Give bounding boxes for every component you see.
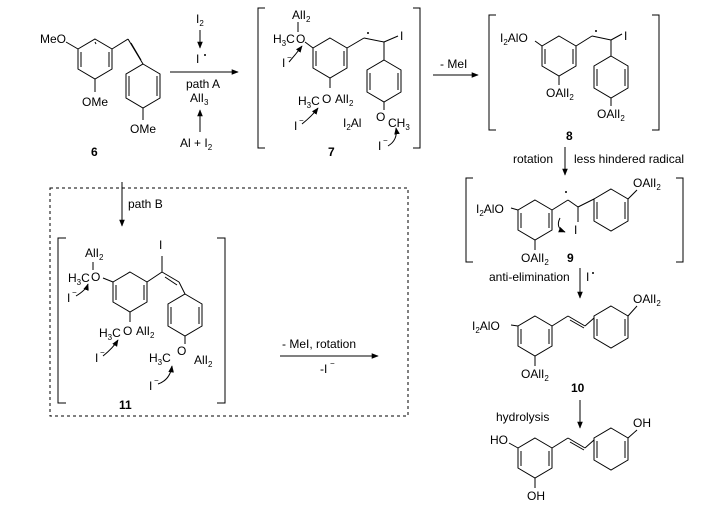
oxygen-label: O: [376, 110, 385, 124]
mei-step: - MeI: [433, 57, 479, 78]
compound-number: 9: [567, 251, 574, 265]
svg-text:−: −: [330, 359, 335, 368]
iodo-label: I: [400, 29, 403, 43]
compound-6: MeO OMe OMe 6: [40, 32, 161, 159]
oxy-aluminium-label: OAlI2: [546, 86, 574, 102]
svg-text:−: −: [299, 116, 304, 125]
loss-of-iodide: -I: [320, 362, 327, 376]
hydroxy-label: OH: [633, 416, 651, 430]
path-label: path A: [186, 77, 220, 91]
oxy-aluminium-label: OAlI2: [521, 251, 549, 267]
path-b-section: path B: [49, 182, 409, 417]
methyl-label: H3C: [99, 326, 121, 342]
rotation-label: rotation: [513, 152, 553, 166]
iodide-label: I: [67, 291, 70, 305]
loss-of-methyl-iodide: - MeI: [440, 57, 467, 71]
compound-8: I2AlO I OAlI2 OAlI2 8: [488, 14, 660, 143]
compound-number: 11: [119, 398, 132, 412]
methoxy-label: OMe: [82, 95, 108, 109]
compound-number: 7: [328, 145, 335, 159]
diiodoaluminoxy-label: I2AlO: [476, 202, 504, 218]
hydroxy-label: HO: [490, 433, 508, 447]
methyl-label: CH3: [388, 116, 410, 132]
methyl-label: H3C: [149, 351, 171, 367]
hydrolysis-label: hydrolysis: [496, 410, 549, 424]
oxygen-label: O: [322, 92, 331, 106]
less-hindered-label: less hindered radical: [574, 152, 684, 166]
methoxy-label: MeO: [40, 32, 66, 46]
methyl-label: H3C: [68, 271, 90, 287]
compound-9: I2AlO I OAlI2 OAlI2 9: [465, 176, 684, 267]
iodide-label: I: [294, 119, 297, 133]
hydrolysis-step: hydrolysis: [496, 400, 583, 429]
resveratrol-product: HO OH OH: [490, 416, 651, 503]
rotation-step: rotation less hindered radical: [513, 147, 684, 176]
methyl-label: H3C: [298, 94, 320, 110]
alkyl-aluminium-label: AlI2: [194, 353, 213, 369]
iodine-radical: I: [196, 52, 199, 66]
path-b-box: [49, 187, 409, 417]
iodo-label: I: [159, 238, 162, 252]
diiodoaluminium-label: I2Al: [343, 116, 361, 132]
compound-7: AlI2 H3C O I I − O AlI2 H3C I − O I2Al C…: [257, 7, 421, 159]
svg-text:−: −: [383, 136, 388, 145]
compound-number: 6: [91, 145, 98, 159]
iodine-radical: I: [586, 270, 589, 284]
hydroxy-label: OH: [527, 489, 545, 503]
svg-text:−: −: [100, 348, 105, 357]
alkyl-aluminium-label: AlI2: [335, 92, 354, 108]
iodo-label: I: [624, 29, 627, 43]
iodide-label: I: [149, 379, 152, 393]
oxy-aluminium-label: OAlI2: [521, 367, 549, 383]
iodide-label: I: [378, 139, 381, 153]
iodide-label: I: [95, 351, 98, 365]
svg-text:−: −: [287, 53, 292, 62]
alkyl-aluminium-label: AlI2: [292, 8, 311, 24]
oxygen-label: O: [91, 270, 100, 284]
svg-text:−: −: [72, 288, 77, 297]
methoxy-label: OMe: [130, 122, 156, 136]
oxygen-label: O: [296, 32, 305, 46]
oxy-aluminium-label: OAlI2: [633, 292, 661, 308]
oxygen-label: O: [123, 324, 132, 338]
iodine-reagent: I2: [196, 12, 204, 28]
methyl-label: H3C: [273, 32, 295, 48]
diiodoaluminoxy-label: I2AlO: [472, 319, 500, 335]
loss-of-methyl-iodide-rotation: - MeI, rotation: [282, 337, 356, 351]
alkyl-aluminium-label: AlI2: [85, 246, 104, 262]
svg-text:−: −: [154, 376, 159, 385]
anti-elimination-step: anti-elimination I: [489, 268, 594, 299]
path-label: path B: [128, 197, 163, 211]
oxygen-label: O: [177, 344, 186, 358]
aluminium-iodine-reagent: Al + I2: [180, 136, 213, 152]
path-a-reagents: I2 I path A AlI3 Al + I2: [170, 12, 239, 152]
compound-number: 10: [571, 381, 585, 395]
diiodoaluminoxy-label: I2AlO: [500, 31, 528, 47]
oxy-aluminium-label: OAlI2: [633, 176, 661, 192]
iodide-label: I: [282, 56, 285, 70]
compound-11: AlI2 H3C O I I − O AlI2 H3C I − O AlI2 H…: [57, 237, 226, 412]
mei-rotation-step: - MeI, rotation -I −: [280, 337, 379, 376]
compound-number: 8: [566, 129, 573, 143]
oxy-aluminium-label: OAlI2: [597, 107, 625, 123]
compound-10: I2AlO OAlI2 OAlI2 10: [472, 292, 661, 395]
aluminium-iodide: AlI3: [190, 91, 209, 107]
iodo-label: I: [574, 223, 577, 237]
alkyl-aluminium-label: AlI2: [136, 324, 155, 340]
anti-elimination-label: anti-elimination: [489, 270, 570, 284]
